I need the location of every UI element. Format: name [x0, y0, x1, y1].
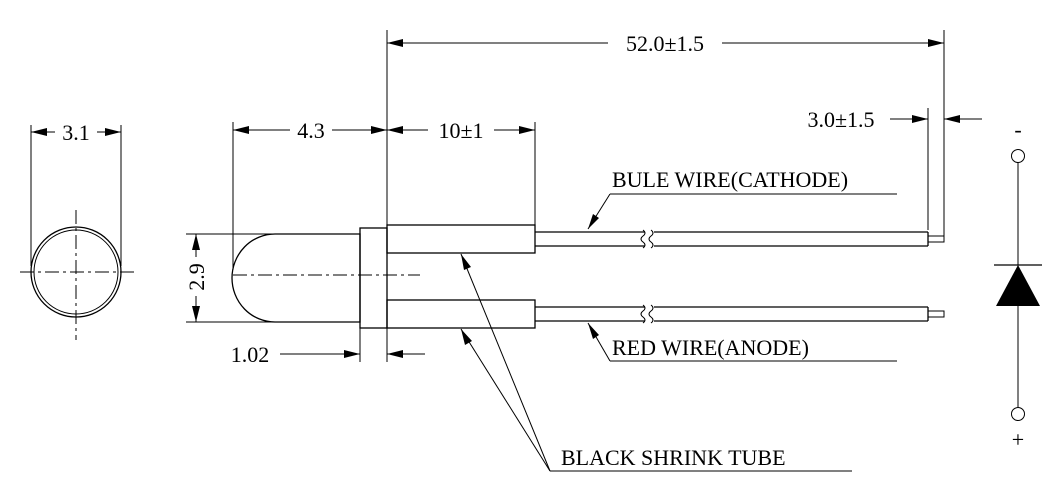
- callout-shrink-tube: BLACK SHRINK TUBE: [460, 253, 852, 472]
- wire-top-stripped-end: [927, 235, 945, 243]
- dim-flange-arrow-right: [387, 350, 403, 358]
- shrink-tube-label: BLACK SHRINK TUBE: [561, 445, 786, 470]
- shrink-tube-bottom: [386, 299, 536, 329]
- led-lens: [231, 233, 361, 323]
- dim-3-1-arrow-right: [105, 128, 121, 136]
- shrink-tubes: [386, 224, 536, 329]
- red-wire-arrow: [588, 323, 599, 339]
- led-body: [231, 227, 420, 329]
- dim-tube-arrow-right: [519, 126, 535, 134]
- diode-triangle: [996, 265, 1040, 306]
- dim-flange: 1.02: [231, 322, 425, 367]
- wire-top-break-a: [640, 229, 646, 249]
- dim-strip-label: 3.0±1.5: [807, 107, 874, 132]
- red-wire-label: RED WIRE(ANODE): [612, 335, 809, 360]
- cathode-terminal: [1011, 149, 1025, 163]
- wire-bottom-break-b: [648, 304, 654, 324]
- cathode-minus-sign: -: [1014, 117, 1021, 142]
- shrink-tube-leader-top: [460, 253, 551, 472]
- dim-width-arrow-bottom: [192, 306, 200, 322]
- callout-blue-wire: BULE WIRE(CATHODE): [587, 167, 897, 230]
- wire-top-break-b: [648, 229, 654, 249]
- anode-terminal: [1011, 407, 1025, 421]
- dim-lens-length: 4.3: [232, 118, 387, 270]
- dim-lens-arrow-left: [233, 126, 249, 134]
- callout-red-wire: RED WIRE(ANODE): [587, 322, 897, 362]
- dim-3-1-label: 3.1: [62, 120, 90, 145]
- dim-strip-arrow-left: [912, 115, 928, 123]
- wire-bottom-stripped-end: [927, 310, 945, 318]
- dim-flange-arrow-left: [344, 350, 360, 358]
- dim-stripped-end: 3.0±1.5: [807, 107, 982, 230]
- shrink-tube-leader-bottom: [460, 328, 551, 472]
- dim-lens-label: 4.3: [297, 118, 325, 143]
- led-flange: [359, 227, 388, 329]
- dim-3-1-arrow-left: [31, 128, 47, 136]
- dim-overall-length: 52.0±1.5: [386, 30, 945, 236]
- dim-lens-arrow-right: [371, 126, 387, 134]
- dim-width-arrow-top: [192, 234, 200, 250]
- dim-width-label: 2.9: [184, 263, 209, 291]
- wires: [535, 229, 945, 324]
- dim-flange-label: 1.02: [231, 342, 270, 367]
- dim-tube-label: 10±1: [438, 118, 483, 143]
- dim-tube-length: 10±1: [387, 118, 536, 225]
- dim-overall-arrow-left: [387, 39, 403, 47]
- blue-wire-label: BULE WIRE(CATHODE): [612, 167, 848, 192]
- shrink-tube-arrow-bottom: [461, 329, 472, 345]
- anode-plus-sign: +: [1012, 427, 1024, 452]
- dim-overall-arrow-right: [928, 39, 944, 47]
- diode-symbol: - +: [994, 117, 1042, 452]
- dim-tube-arrow-left: [387, 126, 403, 134]
- shrink-tube-arrow-top: [461, 254, 471, 270]
- dim-overall-label: 52.0±1.5: [626, 31, 704, 56]
- front-view: 3.1: [20, 120, 134, 340]
- shrink-tube-top: [386, 224, 536, 254]
- wire-bottom-break-a: [640, 304, 646, 324]
- blue-wire-arrow: [588, 214, 599, 229]
- dim-body-width: 2.9: [184, 233, 275, 323]
- dim-strip-arrow-right: [944, 115, 960, 123]
